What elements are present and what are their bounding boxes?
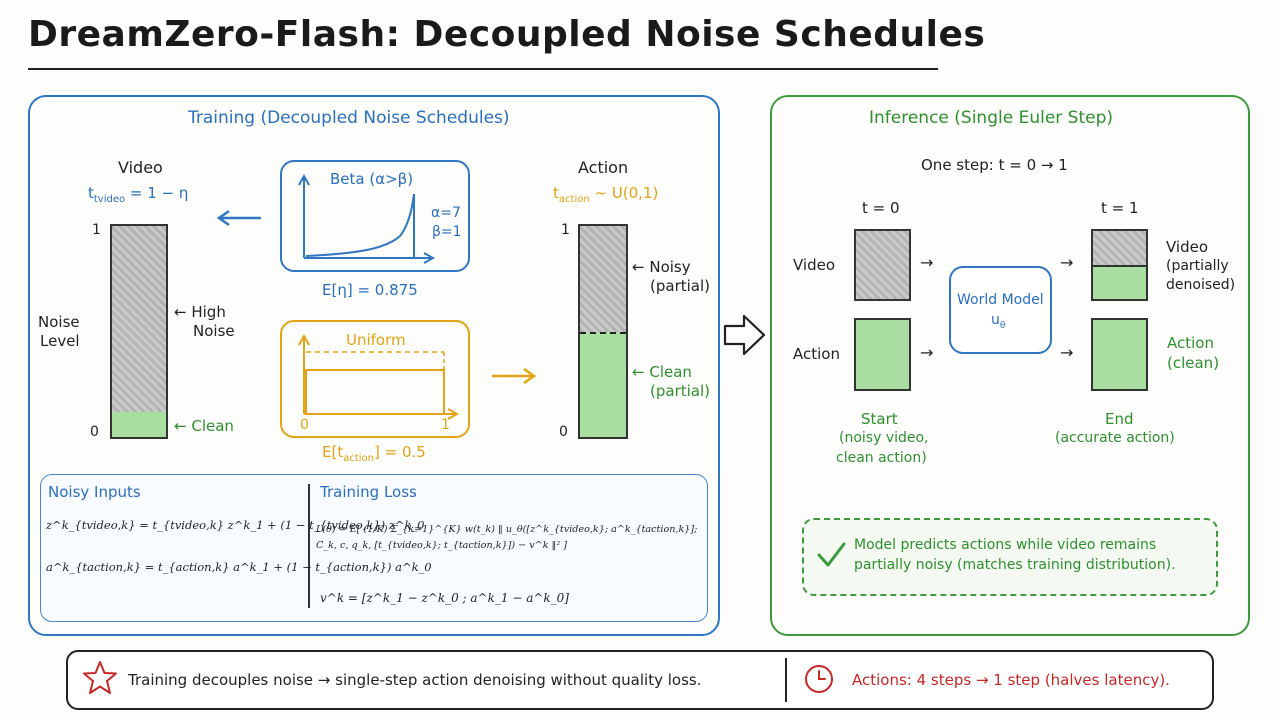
uniform-tick-1: 1 xyxy=(441,417,450,433)
inference-heading: Inference (Single Euler Step) xyxy=(869,108,1114,128)
uniform-plot xyxy=(298,333,460,420)
row-action-label: Action xyxy=(793,345,840,363)
video-clean-annotation: ← Clean xyxy=(174,417,234,435)
video-axis-top: 1 xyxy=(92,222,101,238)
noisy-partial-annotation-2: (partial) xyxy=(650,277,710,295)
world-model-symbol: uθ xyxy=(991,312,1006,331)
uniform-title: Uniform xyxy=(346,331,406,349)
equations-divider xyxy=(308,484,310,608)
beta-title: Beta (α>β) xyxy=(330,170,414,188)
inference-note-line-2: partially noisy (matches training distri… xyxy=(854,557,1176,573)
check-icon xyxy=(817,542,846,567)
star-icon xyxy=(83,661,117,694)
world-model-box xyxy=(949,266,1052,354)
arrow-left-icon: ← xyxy=(632,363,645,381)
noisy-input-eq-video: z^k_{tvideo,k} = t_{tvideo,k} z^k_1 + (1… xyxy=(46,518,425,532)
world-model-label: World Model xyxy=(957,292,1044,308)
arrow-right-icon: → xyxy=(920,253,934,272)
beta-beta-param: β=1 xyxy=(432,224,462,240)
action-noise-bar xyxy=(578,224,628,439)
beta-curve-plot xyxy=(298,173,436,264)
inference-note-line-1: Model predicts actions while video remai… xyxy=(854,537,1157,553)
hollow-arrow-right-icon xyxy=(723,314,766,356)
footer-right-text: Actions: 4 steps → 1 step (halves latenc… xyxy=(852,671,1170,689)
output-video-partial-box xyxy=(1091,229,1148,301)
output-action-clean-box xyxy=(1091,318,1148,391)
summary-footer xyxy=(66,650,1214,710)
start-desc-1: (noisy video, xyxy=(839,430,929,446)
start-desc-2: clean action) xyxy=(836,450,927,466)
action-axis-bottom: 0 xyxy=(559,424,568,440)
t1-label: t = 1 xyxy=(1101,199,1139,217)
video-column-label: Video xyxy=(118,158,163,177)
beta-alpha-param: α=7 xyxy=(431,205,461,221)
out-video-desc-1: (partially xyxy=(1166,258,1229,274)
high-noise-annotation: ← High xyxy=(174,303,226,321)
arrow-left-blue-icon xyxy=(216,209,261,227)
arrow-right-icon: → xyxy=(1060,253,1074,272)
title-underline xyxy=(28,68,938,70)
video-time-formula: ttvideo = 1 − η xyxy=(88,184,189,205)
inference-note-box xyxy=(802,518,1218,596)
row-video-label: Video xyxy=(793,256,836,274)
clean-partial-annotation-2: (partial) xyxy=(650,382,710,400)
output-video-clean-part xyxy=(1093,265,1146,299)
uniform-expectation: E[taction] = 0.5 xyxy=(322,443,426,464)
out-action-label: Action xyxy=(1167,334,1214,352)
output-video-noisy-part xyxy=(1093,231,1146,265)
video-noise-bar xyxy=(110,224,168,439)
arrow-left-icon: ← xyxy=(174,303,187,321)
end-desc: (accurate action) xyxy=(1055,430,1175,446)
high-noise-annotation-2: Noise xyxy=(193,322,235,340)
video-clean-fill xyxy=(112,411,166,437)
page-title: DreamZero-Flash: Decoupled Noise Schedul… xyxy=(28,14,986,55)
action-column-label: Action xyxy=(578,158,629,177)
uniform-tick-0: 0 xyxy=(300,417,309,433)
arrow-left-icon: ← xyxy=(632,258,645,276)
input-video-noisy-box xyxy=(854,229,911,301)
training-loss-eq: L(θ) = E[ (1/K) Σ_{k=1}^{K} w(t_k) ‖ u_θ… xyxy=(316,524,698,551)
noise-level-label-1: Noise xyxy=(38,313,80,331)
footer-divider xyxy=(785,658,787,702)
clean-partial-annotation: ← Clean xyxy=(632,363,692,381)
out-video-label: Video xyxy=(1166,238,1209,256)
training-heading: Training (Decoupled Noise Schedules) xyxy=(188,108,510,128)
input-action-clean-box xyxy=(854,318,911,391)
noise-level-label-2: Level xyxy=(40,332,80,350)
noisy-input-eq-action: a^k_{taction,k} = t_{action,k} a^k_1 + (… xyxy=(46,560,432,574)
arrow-left-icon: ← xyxy=(174,417,187,435)
footer-left-text: Training decouples noise → single-step a… xyxy=(128,671,702,689)
velocity-target-eq: v^k = [z^k_1 − z^k_0 ; a^k_1 − a^k_0] xyxy=(320,591,569,605)
out-video-desc-2: denoised) xyxy=(1166,277,1236,293)
noisy-inputs-heading: Noisy Inputs xyxy=(48,483,141,501)
out-action-desc: (clean) xyxy=(1167,354,1220,372)
equations-box xyxy=(40,474,708,622)
training-panel xyxy=(28,95,720,636)
inference-panel xyxy=(770,95,1250,636)
uniform-distribution-box xyxy=(280,320,470,438)
one-step-label: One step: t = 0 → 1 xyxy=(921,156,1068,174)
beta-expectation: E[η] = 0.875 xyxy=(322,281,418,299)
clock-icon xyxy=(805,665,833,693)
end-label: End xyxy=(1105,410,1134,428)
noisy-partial-annotation: ← Noisy xyxy=(632,258,691,276)
action-clean-fill xyxy=(580,331,626,437)
start-label: Start xyxy=(861,410,898,428)
action-time-formula: taction ~ U(0,1) xyxy=(553,184,659,205)
video-axis-bottom: 0 xyxy=(90,424,99,440)
arrow-right-icon: → xyxy=(920,343,934,362)
action-axis-top: 1 xyxy=(561,222,570,238)
arrow-right-orange-icon xyxy=(492,367,537,385)
t0-label: t = 0 xyxy=(862,199,900,217)
arrow-right-icon: → xyxy=(1060,343,1074,362)
beta-distribution-box xyxy=(280,160,470,272)
training-loss-heading: Training Loss xyxy=(320,483,417,501)
